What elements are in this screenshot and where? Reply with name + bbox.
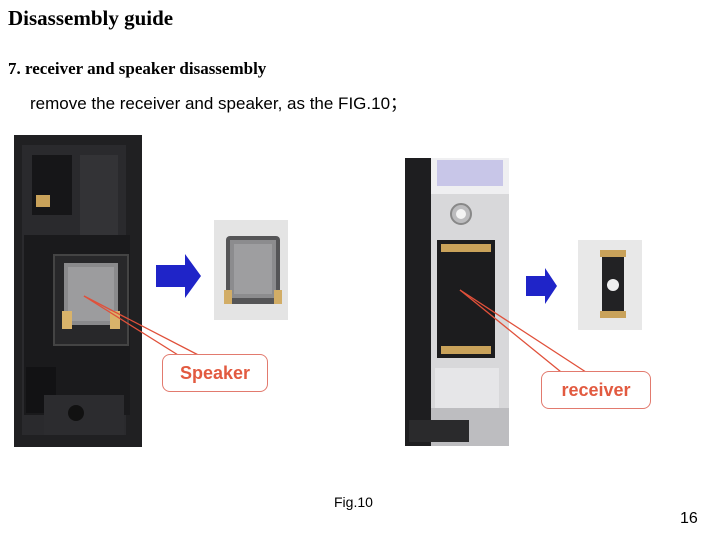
speaker-callout-line [83,295,187,361]
speaker-callout-line [83,295,209,361]
page-title: Disassembly guide [8,6,174,30]
instruction-text: remove the receiver and speaker, as the … [30,94,408,113]
receiver-callout-line [459,289,593,377]
section-heading: 7. receiver and speaker disassembly [8,59,267,78]
receiver-housing-photo [405,158,509,446]
receiver-label: receiver [541,371,651,409]
speaker-label: Speaker [162,354,268,392]
receiver-part-photo [578,240,642,330]
speaker-part-photo [214,220,288,320]
right-arrow-icon [526,268,557,304]
receiver-callout-line [459,289,567,377]
speaker-housing-photo [14,135,142,447]
figure-caption: Fig.10 [334,494,373,510]
page-number: 16 [680,510,698,527]
right-arrow-icon [156,254,201,298]
